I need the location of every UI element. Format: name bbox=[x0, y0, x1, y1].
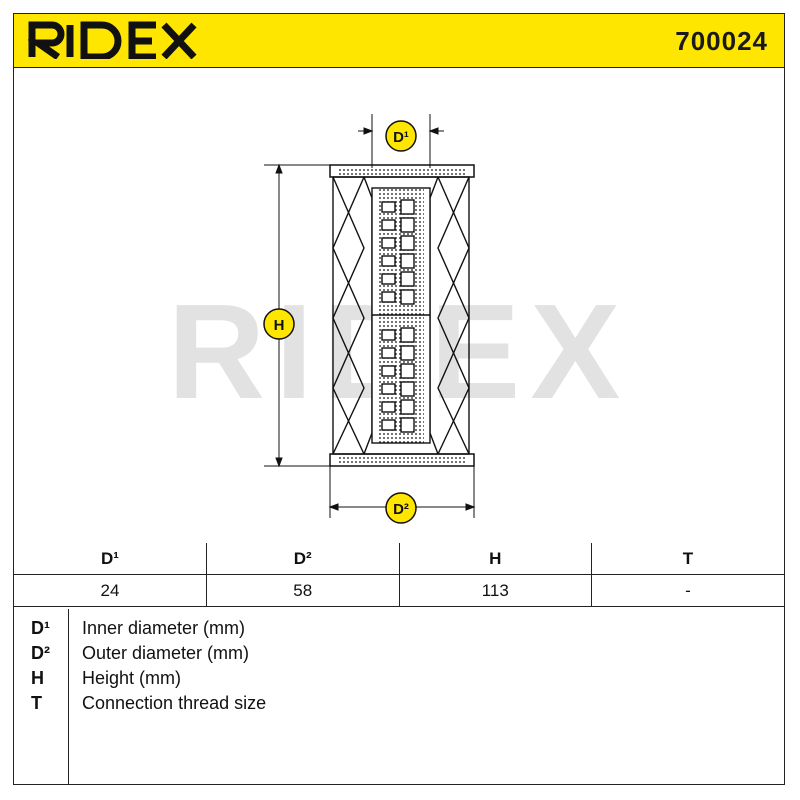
ridex-logo bbox=[28, 21, 197, 59]
legend-description: Height (mm) bbox=[82, 668, 182, 688]
spec-value-t: - bbox=[591, 574, 784, 607]
filter-body bbox=[332, 176, 470, 455]
spec-value-d1: 24 bbox=[14, 574, 207, 607]
spec-value-h: 113 bbox=[398, 574, 592, 607]
legend-item: H Height (mm) bbox=[14, 668, 784, 693]
legend-divider bbox=[68, 609, 69, 785]
h-label: H bbox=[274, 317, 285, 334]
d1-badge bbox=[385, 120, 417, 152]
h-badge bbox=[263, 308, 295, 340]
spec-value-row: 24 58 113 - bbox=[14, 574, 784, 607]
d1-dimension bbox=[358, 114, 444, 168]
spec-value-d2: 58 bbox=[206, 574, 400, 607]
d2-label: D² bbox=[393, 501, 409, 518]
legend-description: Inner diameter (mm) bbox=[82, 618, 246, 638]
spec-header-d1: D¹ bbox=[14, 543, 207, 575]
spec-sheet: 700024 RIDEX bbox=[13, 13, 785, 785]
legend-item: T Connection thread size bbox=[14, 693, 784, 718]
header-bar: 700024 bbox=[14, 14, 784, 68]
bottom-end-cap bbox=[329, 453, 475, 467]
top-end-cap bbox=[329, 164, 475, 178]
spec-header-h: H bbox=[398, 543, 592, 575]
d2-badge bbox=[385, 492, 417, 524]
legend-item: D² Outer diameter (mm) bbox=[14, 643, 784, 668]
legend-symbol: D² bbox=[31, 643, 50, 663]
legend-description: Connection thread size bbox=[82, 693, 267, 713]
spec-header-t: T bbox=[591, 543, 784, 575]
spec-table: D¹ D² H T 24 58 113 - bbox=[14, 543, 784, 607]
legend-item: D¹ Inner diameter (mm) bbox=[14, 618, 784, 643]
d1-label: D¹ bbox=[393, 129, 409, 146]
legend: D¹ Inner diameter (mm) D² Outer diameter… bbox=[14, 609, 784, 785]
legend-symbol: D¹ bbox=[31, 618, 50, 638]
filter-diagram: RIDEX bbox=[168, 114, 620, 524]
spec-header-row: D¹ D² H T bbox=[14, 543, 784, 575]
legend-symbol: T bbox=[31, 693, 42, 713]
legend-description: Outer diameter (mm) bbox=[82, 643, 250, 663]
part-number: 700024 bbox=[675, 26, 768, 56]
legend-symbol: H bbox=[31, 668, 44, 688]
spec-header-d2: D² bbox=[206, 543, 400, 575]
